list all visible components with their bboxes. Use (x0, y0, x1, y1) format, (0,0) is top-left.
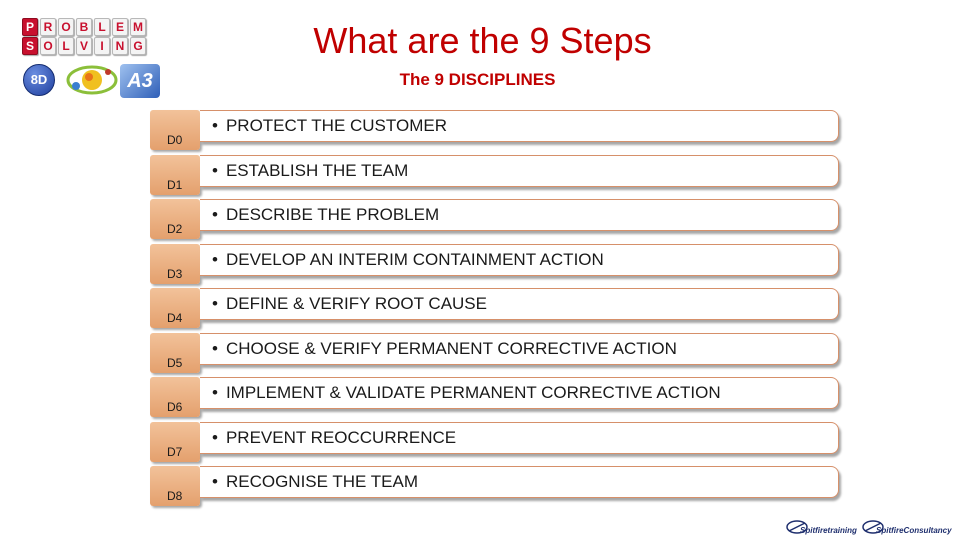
step-row: D4 • DEFINE & VERIFY ROOT CAUSE (150, 288, 850, 328)
footer-logo-text: SpitfireConsultancy (876, 526, 952, 535)
step-text: • CHOOSE & VERIFY PERMANENT CORRECTIVE AC… (212, 339, 677, 359)
logo-tile: O (40, 37, 56, 55)
step-description: DESCRIBE THE PROBLEM (225, 205, 440, 224)
spitfire-mark-icon (786, 520, 808, 534)
step-code: D0 (167, 133, 183, 147)
footer-logo-text: Spitfiretraining (800, 526, 857, 535)
bullet: • (212, 160, 218, 180)
logo-tile: P (22, 18, 38, 36)
logo-tile: L (94, 18, 110, 36)
step-description: DEVELOP AN INTERIM CONTAINMENT ACTION (225, 249, 604, 269)
logo-tile: V (76, 37, 92, 55)
step-bar: • RECOGNISE THE TEAM (200, 466, 839, 498)
step-row: D7 • PREVENT REOCCURRENCE (150, 421, 850, 462)
step-label-box: D5 (150, 332, 200, 373)
step-row: D2 • DESCRIBE THE PROBLEM (150, 199, 850, 239)
bullet: • (212, 116, 218, 135)
step-label-box: D8 (150, 466, 200, 506)
bullet: • (212, 472, 218, 491)
step-bar: • ESTABLISH THE TEAM (200, 154, 839, 187)
logo-tile: L (58, 37, 74, 55)
step-code: D3 (167, 266, 183, 281)
step-text: • ESTABLISH THE TEAM (212, 161, 408, 181)
step-description: IMPLEMENT & VALIDATE PERMANENT CORRECTIV… (225, 383, 721, 402)
logo-tile: E (112, 18, 128, 36)
step-code: D5 (167, 355, 183, 370)
step-code: D1 (167, 177, 183, 192)
step-label-box: D1 (150, 154, 200, 195)
bullet: • (212, 294, 218, 313)
step-row: D6 • IMPLEMENT & VALIDATE PERMANENT CORREC… (150, 377, 850, 417)
step-label-box: D6 (150, 377, 200, 417)
bullet: • (212, 249, 218, 269)
step-description: CHOOSE & VERIFY PERMANENT CORRECTIVE ACT… (225, 338, 677, 358)
logo-tile: O (58, 18, 74, 36)
step-label-box: D7 (150, 421, 200, 462)
problem-solving-logo: P R O B L E M S O L V I N G 8D A3 (12, 14, 162, 102)
step-label-box: D0 (150, 110, 200, 150)
badge-8d-icon: 8D (23, 64, 55, 96)
step-code: D6 (167, 400, 183, 414)
step-row: D8 • RECOGNISE THE TEAM (150, 466, 850, 506)
step-text: • DEVELOP AN INTERIM CONTAINMENT ACTION (212, 250, 604, 270)
logo-tile: R (40, 18, 56, 36)
step-description: PROTECT THE CUSTOMER (225, 116, 447, 135)
step-code: D4 (167, 311, 183, 325)
step-bar: • IMPLEMENT & VALIDATE PERMANENT CORRECTI… (200, 377, 839, 409)
step-row: D1 • ESTABLISH THE TEAM (150, 154, 850, 195)
logo-tile: N (112, 37, 128, 55)
footer-logo-consultancy: SpitfireConsultancy (862, 509, 952, 535)
logo-tile: B (76, 18, 92, 36)
bullet: • (212, 205, 218, 224)
step-bar: • CHOOSE & VERIFY PERMANENT CORRECTIVE AC… (200, 332, 839, 365)
step-text: • IMPLEMENT & VALIDATE PERMANENT CORRECTI… (212, 383, 721, 403)
step-label-box: D2 (150, 199, 200, 239)
page-subtitle: The 9 DISCIPLINES (399, 70, 556, 89)
globe-icon (66, 65, 118, 95)
step-label-box: D3 (150, 243, 200, 284)
spitfire-mark-icon (862, 520, 884, 534)
page-title: What are the 9 Steps (313, 20, 652, 61)
step-code: D8 (167, 489, 183, 503)
step-text: • PREVENT REOCCURRENCE (212, 428, 456, 448)
step-text: • RECOGNISE THE TEAM (212, 472, 418, 492)
badge-a3-icon: A3 (120, 64, 160, 98)
step-description: ESTABLISH THE TEAM (225, 160, 409, 180)
step-description: RECOGNISE THE TEAM (225, 472, 419, 491)
step-code: D2 (167, 222, 183, 236)
step-bar: • DEVELOP AN INTERIM CONTAINMENT ACTION (200, 243, 839, 276)
step-description: DEFINE & VERIFY ROOT CAUSE (225, 294, 487, 313)
step-bar: • DESCRIBE THE PROBLEM (200, 199, 839, 231)
bullet: • (212, 338, 218, 358)
step-label-box: D4 (150, 288, 200, 328)
bullet: • (212, 383, 218, 402)
step-bar: • PREVENT REOCCURRENCE (200, 421, 839, 454)
logo-tile: M (130, 18, 146, 36)
logo-bottom-row: S O L V I N G (22, 37, 146, 55)
logo-top-row: P R O B L E M (22, 18, 146, 36)
step-text: • DESCRIBE THE PROBLEM (212, 205, 439, 225)
logo-tile: G (130, 37, 146, 55)
logo-tile: I (94, 37, 110, 55)
step-description: PREVENT REOCCURRENCE (225, 427, 457, 447)
step-row: D0 • PROTECT THE CUSTOMER (150, 110, 850, 150)
footer-logo-training: Spitfiretraining (786, 509, 857, 535)
logo-tile: S (22, 37, 38, 55)
step-text: • PROTECT THE CUSTOMER (212, 116, 447, 136)
step-code: D7 (167, 444, 183, 459)
step-text: • DEFINE & VERIFY ROOT CAUSE (212, 294, 487, 314)
step-row: D5 • CHOOSE & VERIFY PERMANENT CORRECTIVE … (150, 332, 850, 373)
step-row: D3 • DEVELOP AN INTERIM CONTAINMENT ACTION (150, 243, 850, 284)
bullet: • (212, 427, 218, 447)
step-bar: • PROTECT THE CUSTOMER (200, 110, 839, 142)
step-bar: • DEFINE & VERIFY ROOT CAUSE (200, 288, 839, 320)
